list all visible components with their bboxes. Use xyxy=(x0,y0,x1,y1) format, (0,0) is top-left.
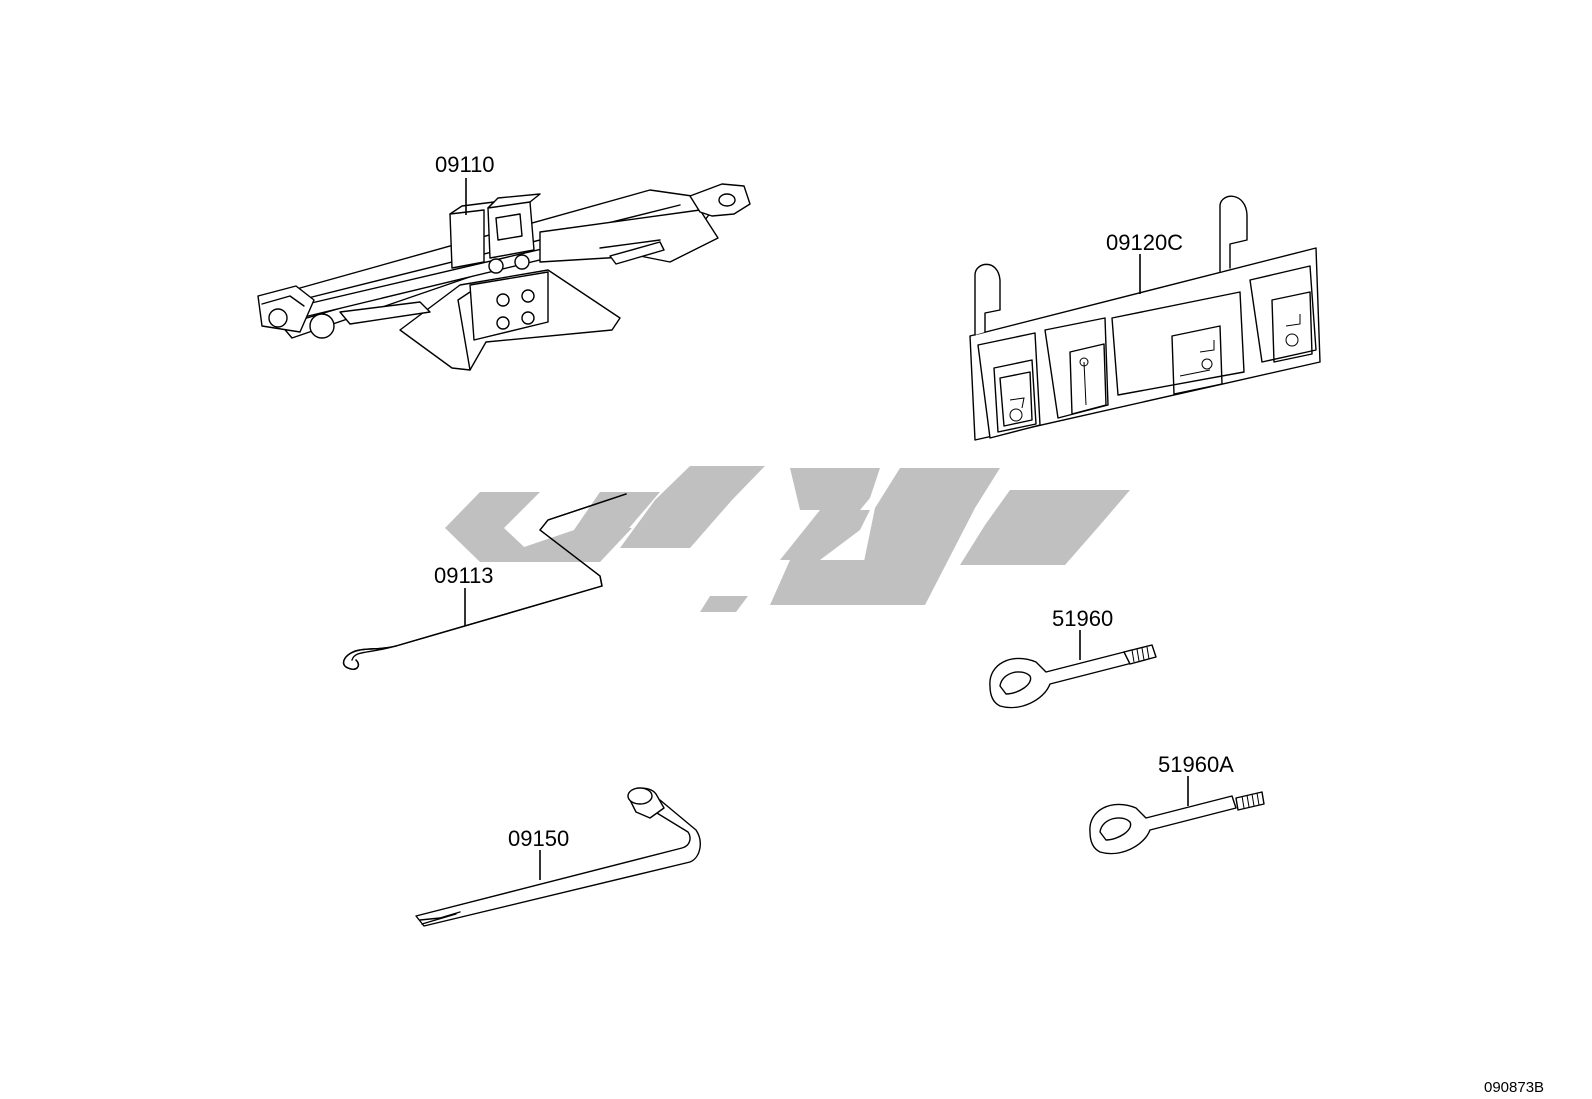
jack-handle-drawing xyxy=(342,493,627,670)
tool-bag-drawing xyxy=(969,195,1321,441)
label-51960: 51960 xyxy=(1052,606,1113,631)
label-09150: 09150 xyxy=(508,826,569,851)
label-09113: 09113 xyxy=(434,563,494,588)
towing-eye-2-drawing xyxy=(1089,791,1265,855)
label-09110: 09110 xyxy=(435,152,495,177)
label-09120C: 09120C xyxy=(1106,230,1183,255)
label-51960A: 51960A xyxy=(1158,752,1234,777)
diagram-code: 090873B xyxy=(1484,1079,1544,1096)
towing-eye-1-drawing xyxy=(989,644,1157,709)
scissor-jack-drawing xyxy=(257,183,751,371)
wheel-wrench-drawing xyxy=(415,787,701,927)
watermark-logo xyxy=(445,466,1130,612)
